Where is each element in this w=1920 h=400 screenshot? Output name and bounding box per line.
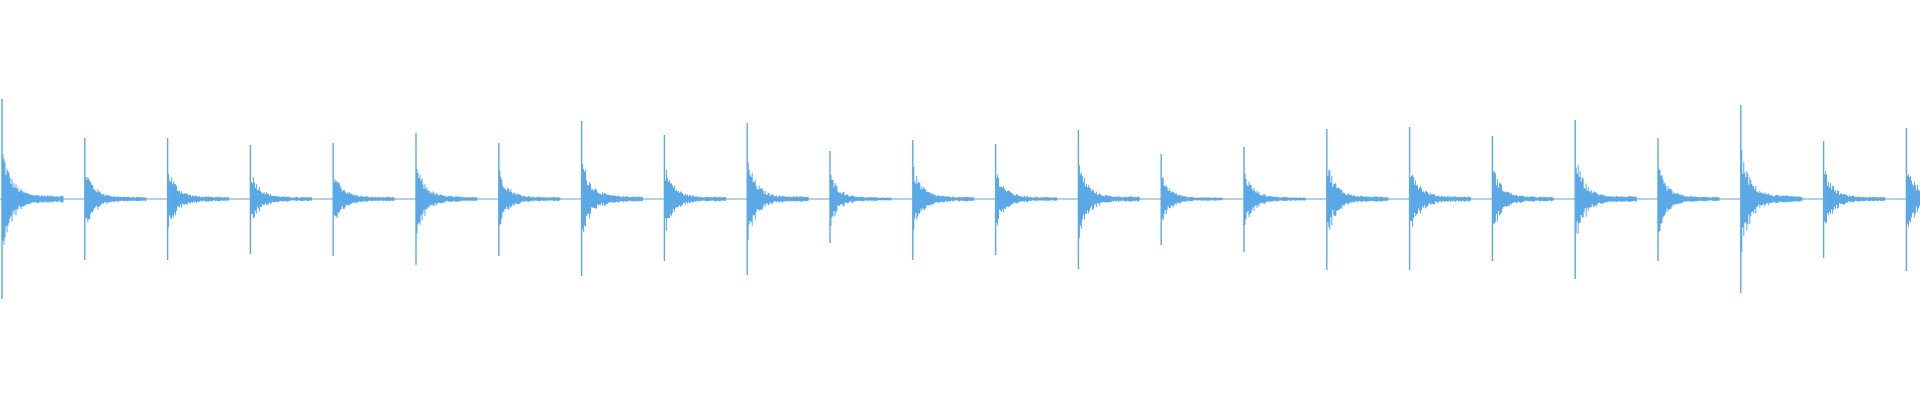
transient-decay <box>1410 174 1472 227</box>
transient-decay <box>2 154 64 245</box>
transient-23 <box>1822 141 1886 258</box>
transient-3 <box>166 138 230 260</box>
transient-decay <box>664 169 726 232</box>
transient-17 <box>1326 129 1389 270</box>
transient-14 <box>1077 130 1140 269</box>
transient-decay <box>499 170 561 225</box>
transient-18 <box>1408 127 1472 270</box>
transient-21 <box>1657 138 1720 261</box>
transient-7 <box>498 143 561 256</box>
transient-decay <box>85 176 147 223</box>
transient-11 <box>829 151 892 243</box>
transient-15 <box>1160 154 1223 245</box>
transient-decay <box>1741 149 1803 252</box>
waveform-transients <box>0 99 1920 299</box>
transient-24 <box>1905 128 1920 271</box>
transient-decay <box>830 175 892 226</box>
transient-2 <box>84 138 147 260</box>
transient-19 <box>1491 136 1554 261</box>
transient-decay <box>747 162 809 240</box>
transient-decay <box>1824 171 1886 224</box>
transient-4 <box>249 145 312 254</box>
transient-5 <box>332 143 395 256</box>
transient-decay <box>582 163 644 232</box>
transient-20 <box>1574 120 1637 279</box>
transient-16 <box>1243 147 1306 252</box>
transient-decay <box>913 167 975 230</box>
transient-22 <box>1740 105 1803 293</box>
transient-decay <box>1906 174 1920 227</box>
transient-decay <box>1161 177 1223 221</box>
transient-decay <box>1327 170 1389 230</box>
transient-decay <box>250 177 312 219</box>
transient-10 <box>746 123 809 275</box>
transient-decay <box>168 173 230 228</box>
transient-decay <box>1244 173 1306 225</box>
transient-9 <box>663 135 726 261</box>
transient-decay <box>1658 169 1720 232</box>
transient-1 <box>1 99 64 299</box>
transient-decay <box>1492 171 1554 225</box>
transient-13 <box>994 144 1058 255</box>
transient-8 <box>580 121 644 276</box>
transient-decay <box>1575 165 1637 234</box>
transient-6 <box>415 133 478 265</box>
transient-12 <box>912 140 975 260</box>
transient-decay <box>333 179 395 219</box>
transient-decay <box>416 168 478 234</box>
transient-decay <box>1078 165 1140 238</box>
transient-decay <box>996 174 1058 226</box>
